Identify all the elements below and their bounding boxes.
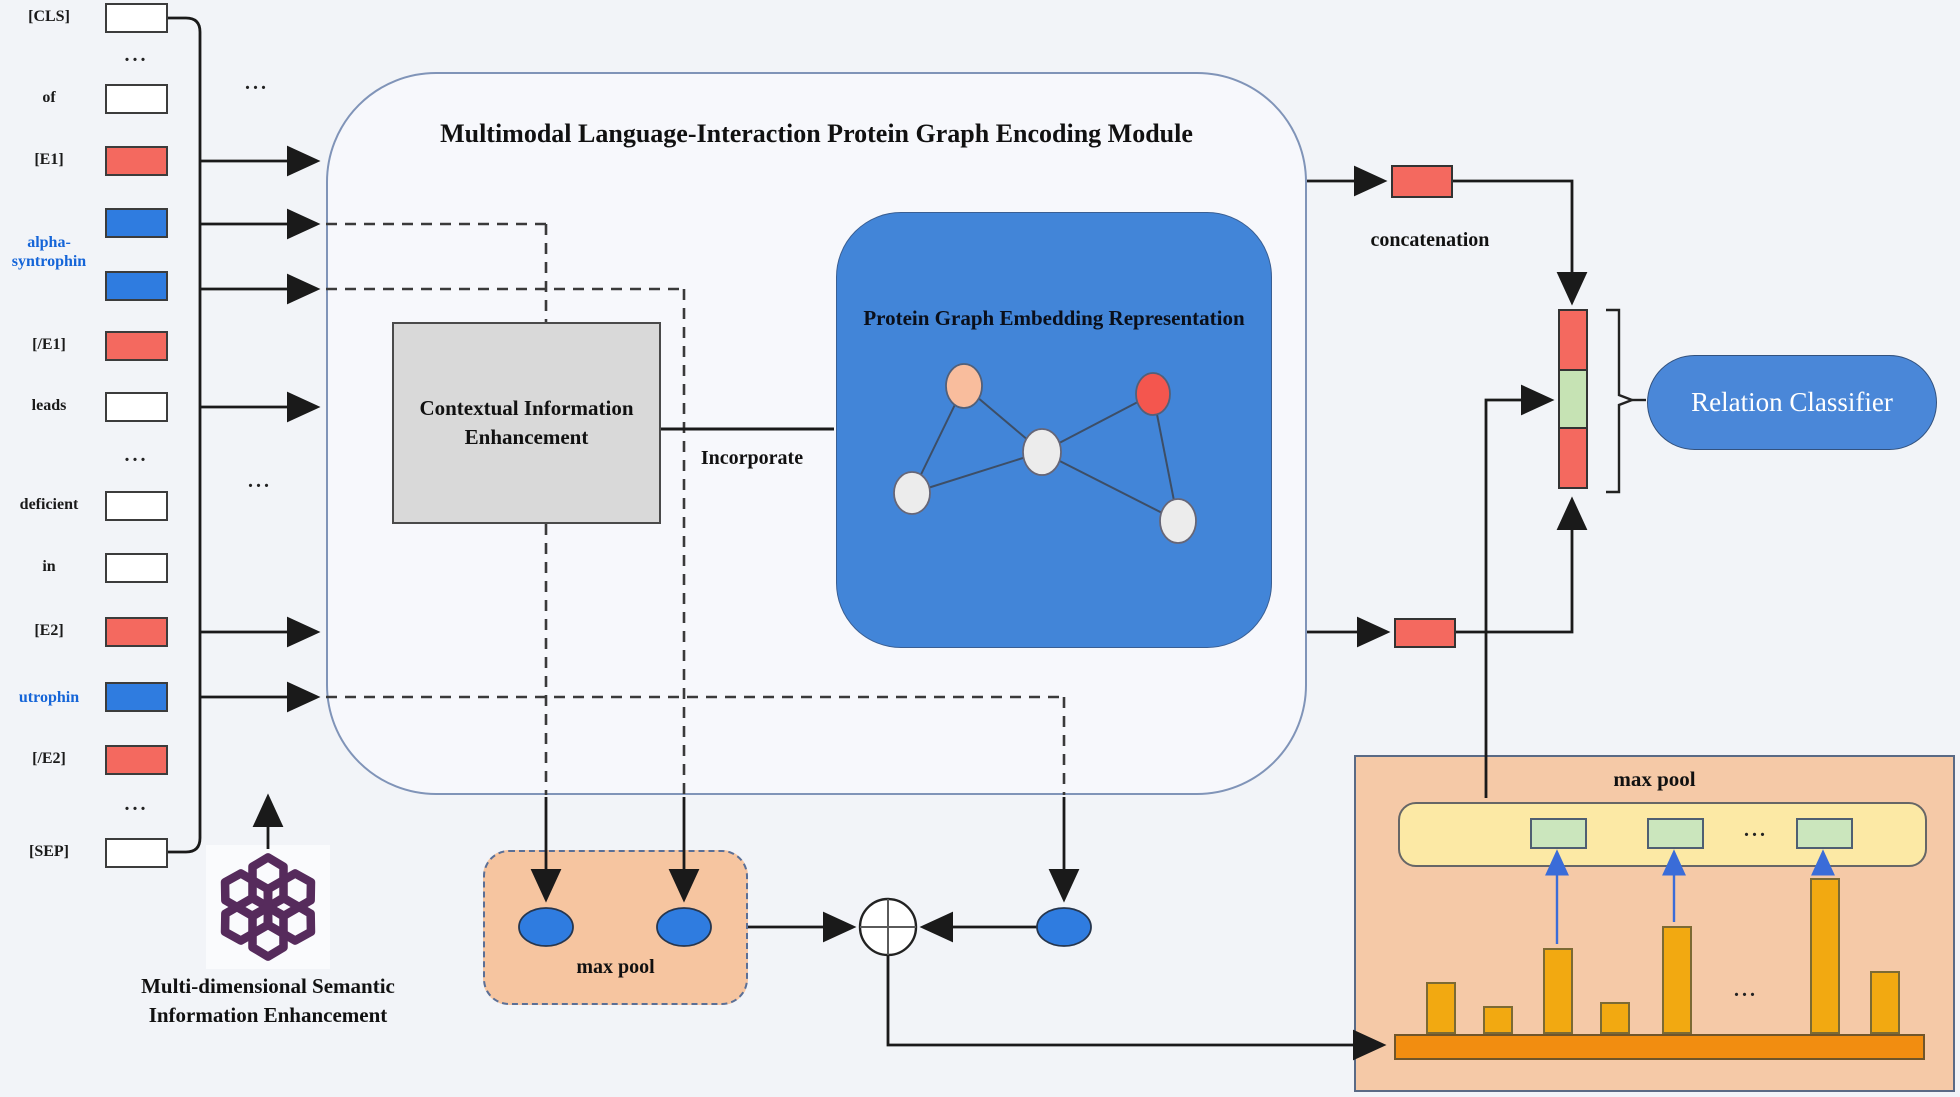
token-box-leads [105, 392, 168, 422]
histogram-bar-4 [1600, 1002, 1630, 1034]
max-pool-label: max pool [576, 956, 655, 978]
llm-logo [206, 845, 330, 969]
incorporate-label: Incorporate [700, 447, 804, 469]
token-sequence-base-bar [1394, 1034, 1925, 1060]
token-box-in [105, 553, 168, 583]
histogram-bar-3 [1543, 948, 1573, 1034]
token-box-sep [105, 838, 168, 868]
ellipsis-bus-top: ... [245, 72, 269, 94]
entity1-line1: alpha- [27, 234, 71, 251]
ellipsis-bars: ... [1734, 979, 1758, 1001]
ellipsis-cells: ... [1744, 819, 1768, 841]
token-box-cls [105, 3, 168, 33]
token-label-of: of [42, 89, 56, 106]
token-bus-line [168, 16, 202, 854]
line-oplus-to-panel [886, 955, 1387, 1061]
concat-vector-bottom [1394, 618, 1456, 648]
histogram-bars [1356, 757, 1957, 1094]
token-label-in: in [42, 558, 56, 575]
module-title: Multimodal Language-Interaction Protein … [440, 119, 1193, 148]
entity1-line2: syntrophin [11, 253, 87, 271]
contextual-box-line1: Contextual Information [419, 395, 634, 420]
sum-oplus-cross [860, 899, 916, 955]
token-box-entity1a [105, 208, 168, 238]
ellipsis-tokens-2: ... [124, 444, 149, 466]
entity2-ellipse [1036, 907, 1092, 947]
ellipsis-tokens-1: ... [124, 44, 149, 66]
token-label-sep: [SEP] [29, 843, 69, 860]
token-label-e2-close: [/E2] [32, 750, 66, 767]
token-label-e1-open: [E1] [34, 151, 64, 168]
concatenation-label: concatenation [1370, 229, 1490, 251]
protein-graph-embedding-box [836, 212, 1272, 648]
relation-classifier: Relation Classifier [1647, 355, 1937, 450]
stack-segment-red-top [1558, 309, 1588, 371]
contextual-box-line2: Enhancement [464, 425, 589, 449]
token-box-e2-close [105, 745, 168, 775]
histogram-bar-5 [1662, 926, 1692, 1034]
histogram-bar-1 [1426, 982, 1456, 1034]
token-label-cls: [CLS] [28, 8, 70, 25]
histogram-bar-7 [1870, 971, 1900, 1034]
token-label-leads: leads [31, 397, 67, 414]
openai-flower-icon [220, 853, 316, 961]
histogram-bar-6 [1810, 878, 1840, 1034]
token-label-entity2: utrophin [18, 689, 80, 706]
ellipsis-tokens-3: ... [124, 793, 149, 815]
semantic-enhancement-caption: Multi-dimensional Semantic Information E… [95, 972, 441, 1031]
token-label-e1-close: [/E1] [32, 336, 66, 353]
max-pool-dashed-box [483, 850, 748, 1005]
token-label-e2-open: [E2] [34, 622, 64, 639]
token-box-deficient [105, 491, 168, 521]
line-maxpool-to-stack-green [1484, 384, 1555, 798]
relation-classifier-label: Relation Classifier [1691, 387, 1893, 417]
stack-segment-green-mid [1558, 369, 1588, 429]
stack-segment-red-bottom [1558, 427, 1588, 489]
token-box-e1-close [105, 331, 168, 361]
concat-vector-top [1391, 165, 1453, 198]
stack-brace [1606, 308, 1636, 494]
histogram-bar-2 [1483, 1006, 1513, 1034]
line-bottom-vector-to-stack [1456, 496, 1588, 634]
token-label-entity1: alpha- syntrophin [0, 233, 98, 271]
token-box-of [105, 84, 168, 114]
protein-box-title: Protein Graph Embedding Representation [863, 306, 1245, 330]
caption-line1: Multi-dimensional Semantic [141, 974, 395, 998]
token-box-entity1b [105, 271, 168, 301]
pooled-cell-1 [1530, 818, 1587, 849]
token-box-e1-open [105, 146, 168, 176]
concatenated-vector-stack [1558, 309, 1588, 489]
token-label-deficient: deficient [19, 496, 79, 513]
pooled-cell-3 [1796, 818, 1853, 849]
contextual-information-enhancement-box: Contextual Information Enhancement [392, 322, 661, 524]
panel-max-pool-title: max pool [1613, 767, 1696, 791]
token-max-pool-panel: max pool ... ... [1354, 755, 1955, 1092]
pooled-cell-2 [1647, 818, 1704, 849]
caption-line2: Information Enhancement [148, 1003, 388, 1028]
sum-oplus-circle [858, 897, 918, 957]
token-box-entity2 [105, 682, 168, 712]
token-box-e2-open [105, 617, 168, 647]
ellipsis-bus-mid: ... [248, 470, 272, 492]
